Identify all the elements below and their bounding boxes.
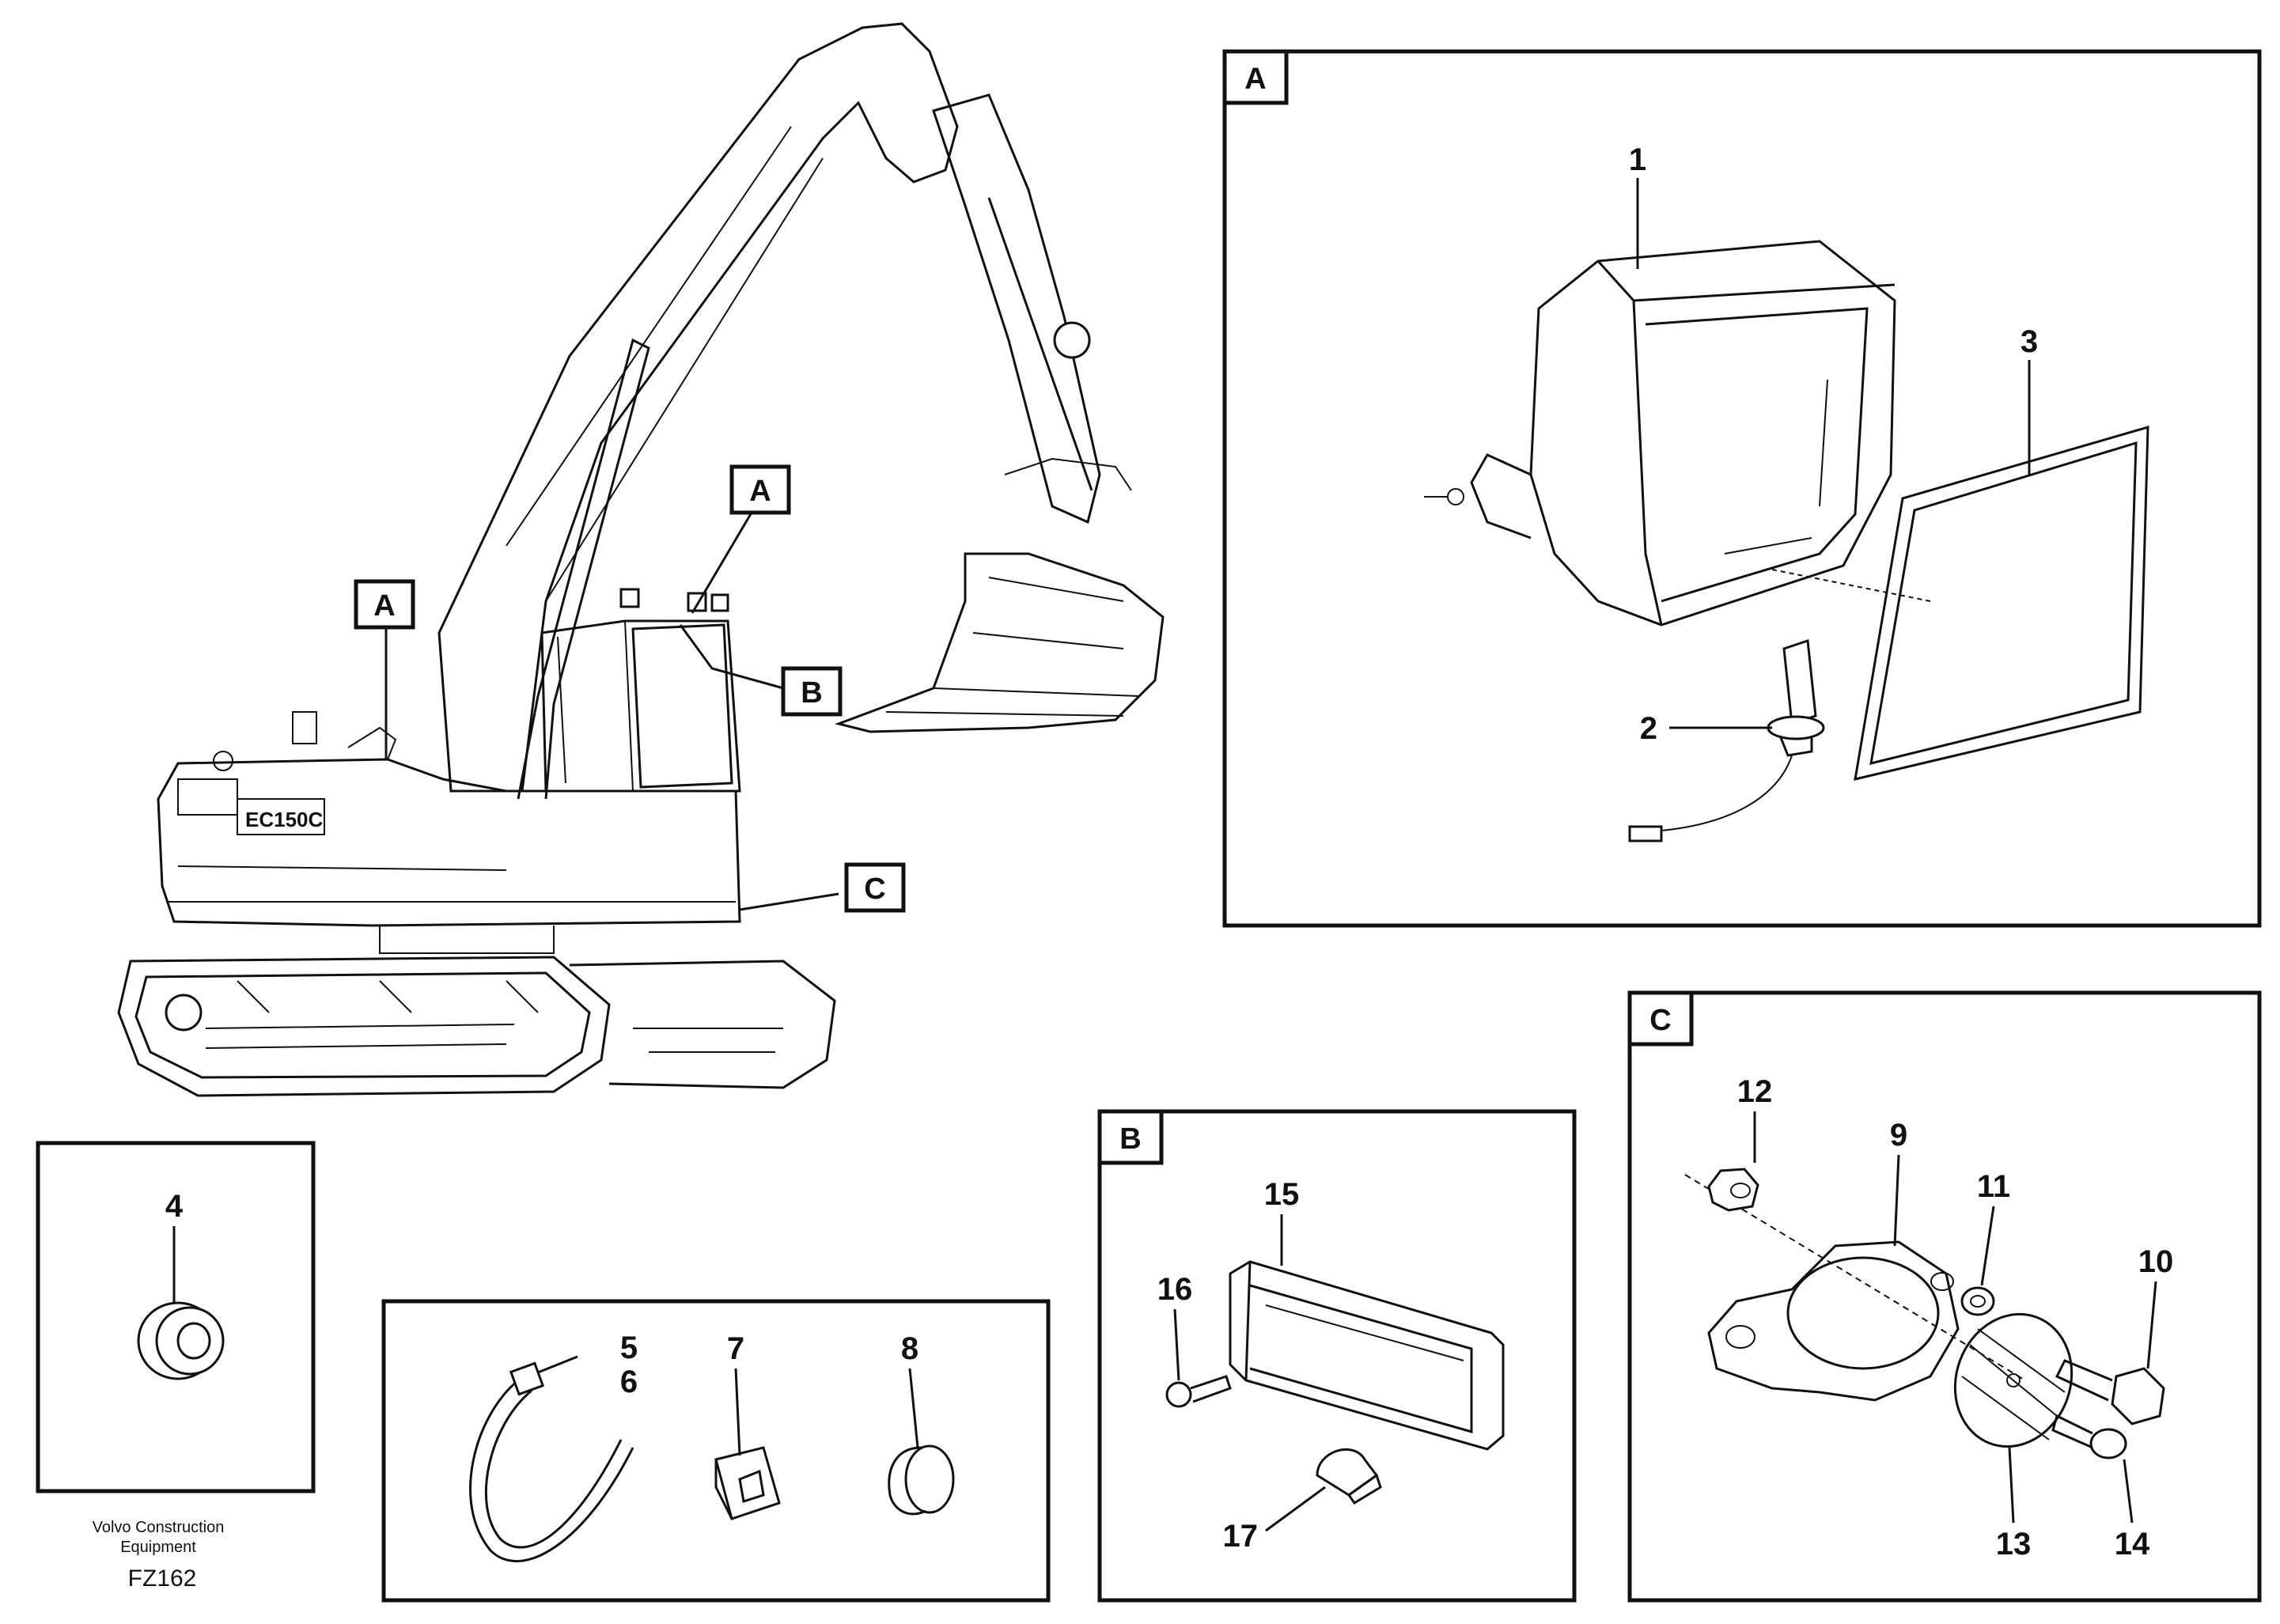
part-number-5: 5: [620, 1331, 638, 1365]
part-number-1: 1: [1629, 142, 1646, 177]
bulb-17: [1316, 1448, 1382, 1505]
callout-b-label: B: [801, 676, 822, 710]
panel-c-label: C: [1649, 1004, 1671, 1037]
leader-5-6: [537, 1355, 578, 1374]
panel-fasteners: 5 6 7 8: [381, 1299, 1051, 1603]
nut: [1707, 1168, 1759, 1212]
plug: [888, 1444, 955, 1516]
callout-b: B: [781, 666, 843, 717]
panel-4: 4: [36, 1141, 316, 1493]
lamp-glass: [1854, 425, 2149, 781]
part-number-15: 15: [1264, 1177, 1300, 1212]
panel-a: A 1 3 2: [1222, 49, 2262, 928]
clip: [714, 1446, 781, 1520]
part-number-14: 14: [2115, 1527, 2150, 1562]
leader-7: [734, 1368, 741, 1456]
excavator-illustration: EC150C: [117, 22, 1165, 1097]
panel-b: B 15 16 17: [1097, 1109, 1577, 1603]
maker-name-line-1: Volvo Construction: [93, 1519, 225, 1536]
part-number-7: 7: [727, 1331, 744, 1366]
cable-tie: [469, 1361, 634, 1563]
leader-9: [1893, 1154, 1900, 1247]
part-number-8: 8: [901, 1331, 918, 1366]
part-number-17: 17: [1223, 1519, 1259, 1554]
drawing-code: FZ162: [128, 1565, 197, 1592]
part-number-10: 10: [2138, 1244, 2174, 1279]
bolt-10: [2055, 1359, 2165, 1425]
callout-a-right-label: A: [749, 475, 771, 508]
part-number-2: 2: [1640, 711, 1657, 746]
leader-17: [1265, 1486, 1326, 1532]
footer: Volvo Construction Equipment FZ162: [93, 1519, 225, 1592]
callout-c: C: [844, 862, 906, 913]
leader-11: [1980, 1206, 1995, 1286]
part-number-6: 6: [620, 1365, 638, 1399]
work-lamp-housing: [1424, 240, 1931, 627]
grommet: [137, 1301, 225, 1380]
reflector-housing: [1684, 1174, 2026, 1402]
machine-model-label: EC150C: [245, 808, 323, 831]
screw-16: [1165, 1375, 1232, 1408]
panel-c: C 12 9: [1627, 990, 2262, 1603]
part-number-9: 9: [1890, 1118, 1907, 1153]
bulb-with-cable: [1628, 638, 1825, 842]
leader-13: [2008, 1447, 2015, 1524]
callout-a-left-label: A: [373, 589, 395, 623]
part-number-11: 11: [1977, 1169, 2010, 1204]
part-number-3: 3: [2021, 324, 2038, 359]
leader-16: [1173, 1308, 1180, 1381]
part-number-16: 16: [1157, 1272, 1193, 1307]
leader-14: [2123, 1459, 2134, 1524]
callout-a-left: A: [354, 579, 415, 630]
part-number-12: 12: [1737, 1074, 1773, 1109]
washer: [1960, 1286, 1995, 1316]
part-number-13: 13: [1996, 1527, 2032, 1562]
callout-a-right: A: [729, 464, 791, 515]
panel-a-label: A: [1244, 62, 1266, 96]
panel-b-label: B: [1119, 1122, 1141, 1156]
screw-14: [2051, 1414, 2127, 1459]
callout-c-label: C: [864, 873, 885, 906]
leader-10: [2146, 1281, 2157, 1369]
part-number-4: 4: [165, 1189, 184, 1224]
leader-8: [908, 1368, 919, 1448]
maker-name-line-2: Equipment: [120, 1539, 196, 1556]
cab-lamp-housing: [1229, 1260, 1505, 1451]
reflector-lens: [1953, 1312, 2074, 1448]
